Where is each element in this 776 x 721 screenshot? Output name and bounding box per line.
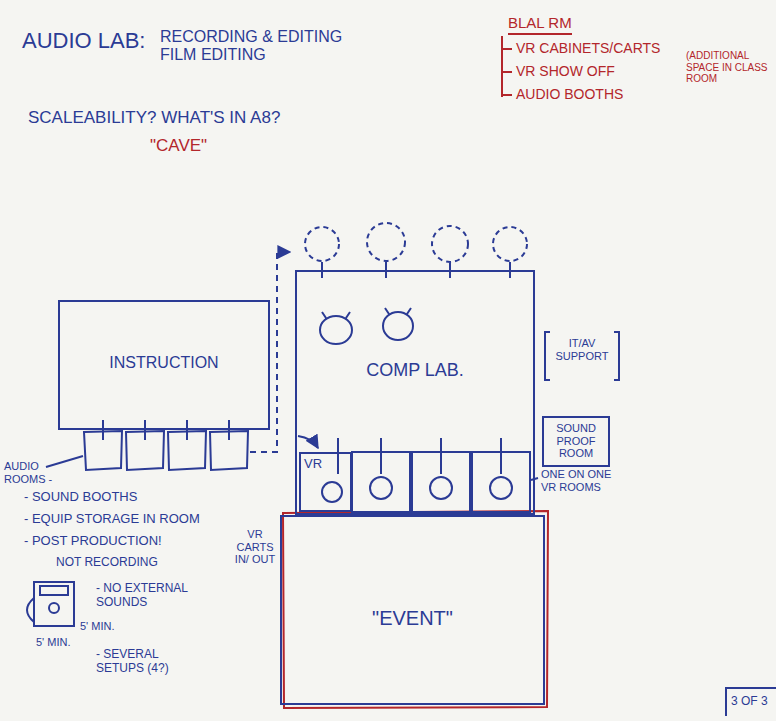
- page-number: 3 OF 3: [731, 695, 768, 709]
- red-note: "CAVE": [150, 136, 207, 156]
- red-list-item: VR SHOW OFF: [516, 63, 615, 79]
- red-list-item: VR CABINETS/CARTS: [516, 40, 660, 56]
- sheet-title: AUDIO LAB:: [22, 28, 145, 53]
- red-list-item: AUDIO BOOTHS: [516, 86, 623, 102]
- subtitle-note: RECORDING & EDITING FILM EDITING: [160, 28, 380, 65]
- box-label: SOUND PROOF ROOM: [547, 422, 605, 460]
- note-item: - SOUND BOOTHS: [24, 490, 137, 505]
- box-label: VR: [304, 457, 322, 472]
- note-item: - POST PRODUCTION!: [24, 534, 162, 549]
- bracket-label: IT/AV SUPPORT: [552, 337, 612, 362]
- sketch-lines: [27, 223, 776, 716]
- note-item: - EQUIP STORAGE IN ROOM: [24, 512, 200, 527]
- red-side-note: (ADDITIONAL SPACE IN CLASS ROOM: [686, 50, 772, 85]
- note-item: NOT RECORDING: [56, 556, 158, 570]
- event-red-outline: [283, 511, 548, 708]
- box-label: COMP LAB.: [366, 360, 464, 381]
- sound-proof-room: SOUND PROOF ROOM: [542, 416, 610, 467]
- question-note: SCALEABILITY? WHAT'S IN A8?: [28, 108, 280, 128]
- instruction-room: INSTRUCTION: [58, 300, 270, 430]
- red-heading: BLAL RM: [508, 14, 572, 31]
- dimension-label: 5' MIN.: [80, 620, 115, 633]
- box-label: INSTRUCTION: [109, 354, 218, 372]
- dimension-label: 5' MIN.: [36, 636, 71, 649]
- vr-rooms-note: ONE ON ONE VR ROOMS: [541, 468, 621, 493]
- event-space: "EVENT": [280, 515, 545, 705]
- box-label: "EVENT": [372, 607, 453, 630]
- vr-room: VR: [299, 452, 352, 512]
- computer-lab: COMP LAB. VR: [295, 270, 535, 515]
- note-item: - NO EXTERNAL SOUNDS: [96, 582, 206, 610]
- audio-rooms-note: AUDIO ROOMS -: [4, 460, 58, 485]
- cart-note: VR CARTS IN/ OUT: [234, 528, 276, 566]
- note-item: - SEVERAL SETUPS (4?): [96, 648, 204, 676]
